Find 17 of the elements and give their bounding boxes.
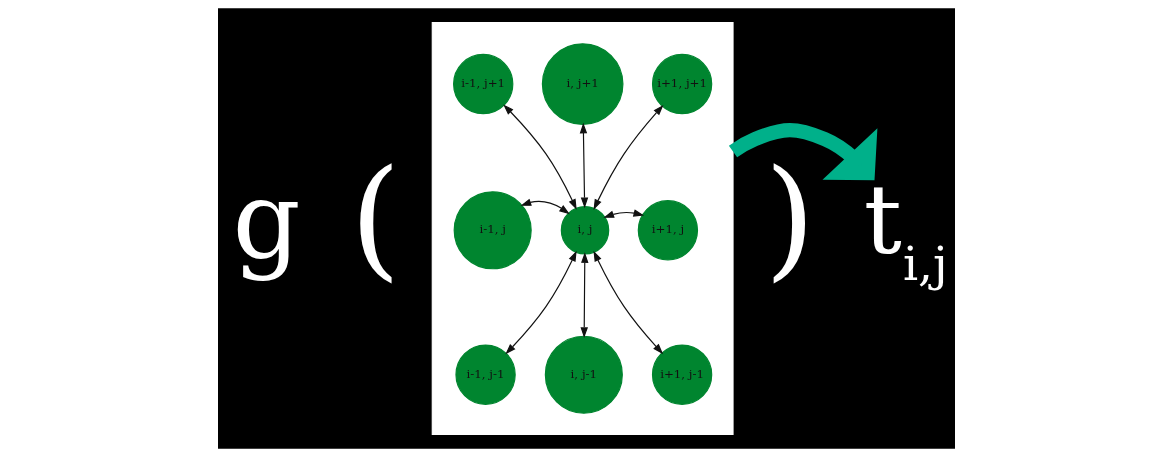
arrow: [502, 104, 577, 210]
arrow: [592, 250, 663, 355]
arrow: [579, 122, 588, 209]
arrow: [728, 123, 877, 181]
arrow: [504, 250, 577, 355]
arrow: [520, 198, 570, 215]
node-text: t$_{i,j}$: [863, 164, 948, 292]
arrow: [593, 104, 663, 210]
node-circle: i, j+1: [541, 43, 623, 125]
label: g: [231, 157, 301, 282]
node-circle: i, j-1: [544, 335, 623, 414]
node-circle: i+1, j: [637, 200, 698, 261]
cluster: [431, 21, 734, 436]
label: (: [349, 141, 401, 294]
arrow: [580, 252, 588, 338]
label: ): [763, 141, 815, 294]
arrow: [602, 209, 644, 218]
